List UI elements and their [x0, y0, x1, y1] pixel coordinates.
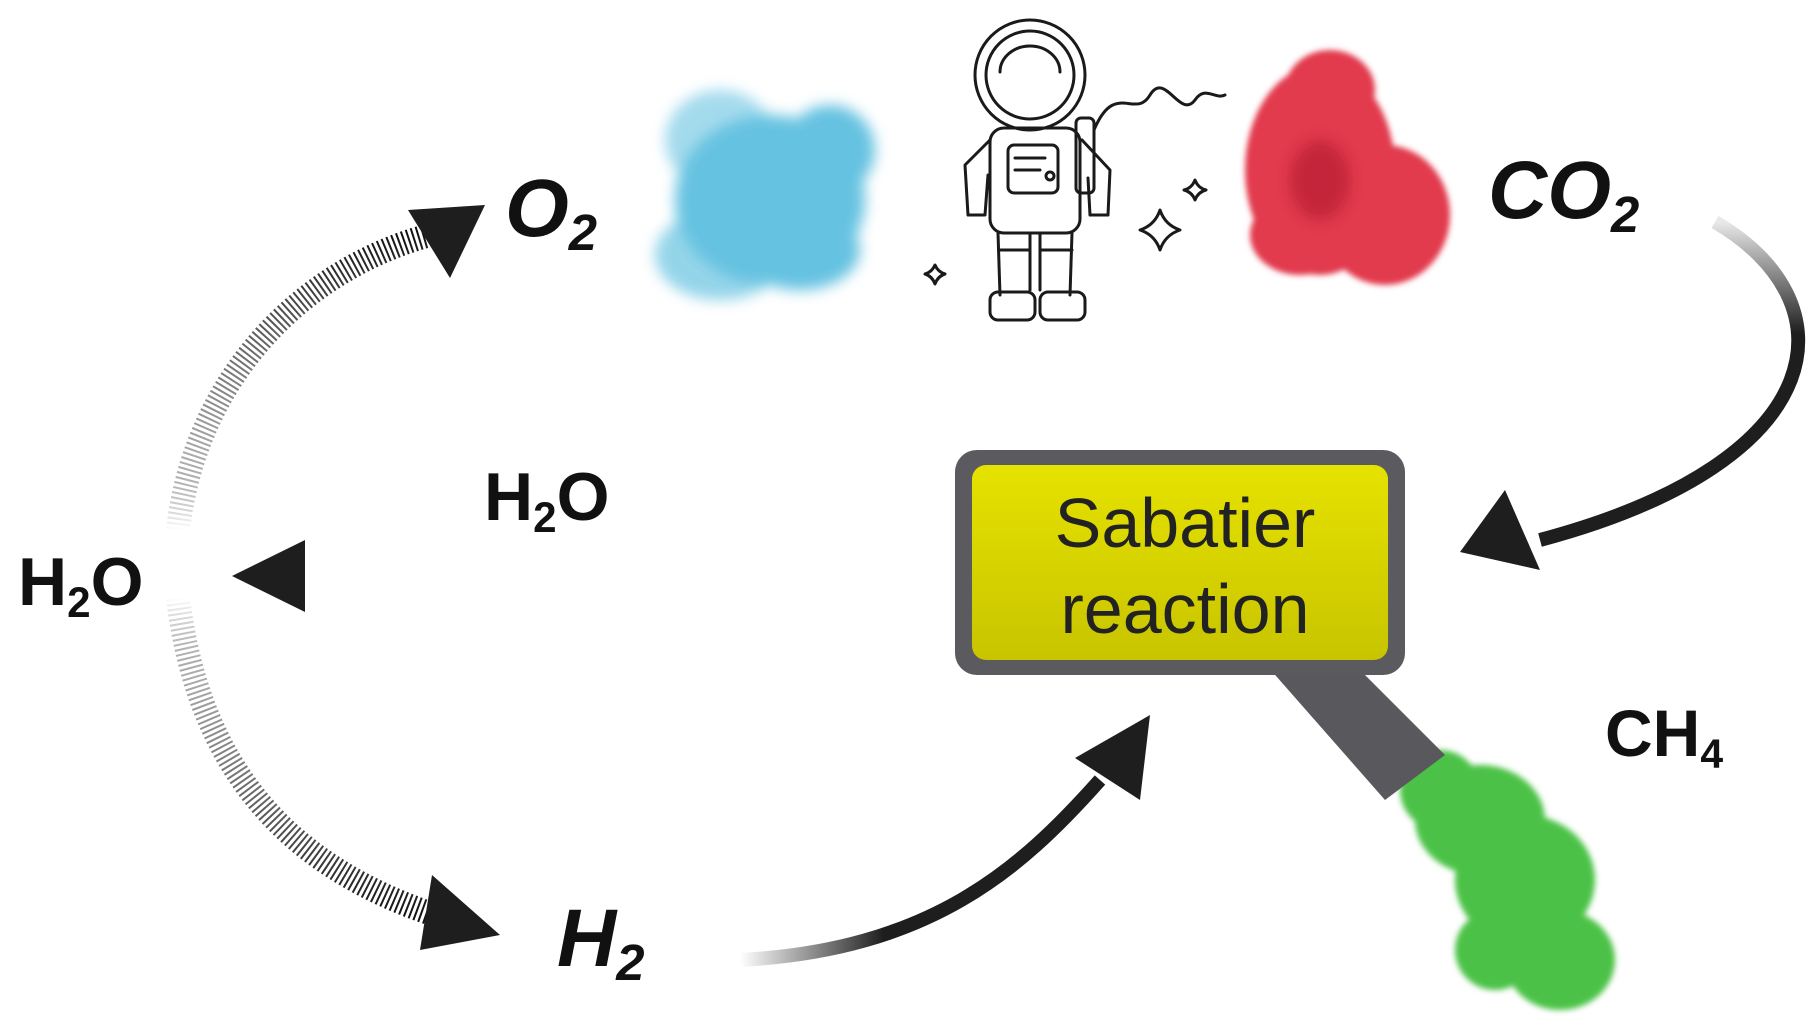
carbon-dioxide-cloud [1245, 50, 1450, 285]
hydrogen-label: H2 [557, 893, 645, 992]
h2-to-reactor-arrow [739, 715, 1150, 967]
reactor-label-line2: reaction [1060, 570, 1310, 648]
water-arrow-label: H2O [484, 459, 610, 541]
methane-label: CH4 [1605, 696, 1724, 777]
oxygen-cloud [655, 90, 875, 300]
water-return-arrow [232, 540, 905, 612]
sabatier-reactor [955, 450, 1445, 800]
methane-cloud [1400, 750, 1615, 1010]
carbon-dioxide-label: CO2 [1488, 145, 1640, 244]
oxygen-label: O2 [505, 163, 598, 262]
water-label-left: H2O [18, 544, 144, 626]
astronaut-icon [963, 18, 1227, 322]
sparkle-icon [923, 178, 1208, 286]
water-to-oxygen-arrow [166, 205, 485, 532]
reactor-label-line1: Sabatier [1054, 484, 1316, 562]
water-to-hydrogen-arrow [166, 596, 500, 950]
reactor-label: Sabatier reaction [985, 480, 1385, 652]
co2-to-reactor-arrow [1460, 215, 1806, 570]
